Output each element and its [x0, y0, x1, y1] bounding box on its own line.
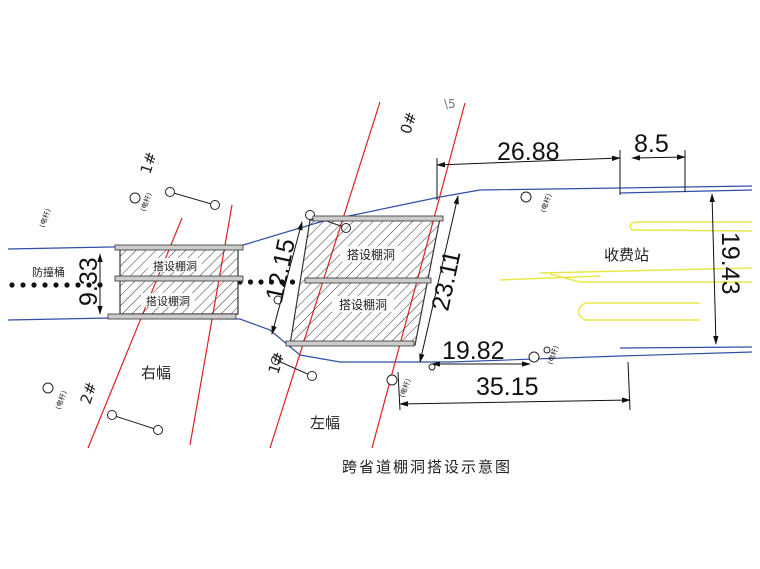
dim-12-15: 12.15	[260, 236, 300, 303]
dim-35-15: 35.15	[476, 373, 539, 401]
dim-19-82: 19.82	[442, 337, 505, 365]
barrier-dot	[53, 282, 59, 288]
barrier-dot	[20, 282, 26, 288]
shed-tunnel-left: 搭设棚洞 搭设棚洞	[285, 215, 444, 347]
edge-mark-2: 5	[448, 97, 456, 111]
toll-edge-top	[619, 189, 753, 194]
shed-label-left-top: 搭设棚洞	[347, 247, 395, 262]
dim-26-88: 26.88	[497, 138, 560, 166]
barrier-dot	[42, 282, 48, 288]
toll-edge-bottom	[619, 346, 753, 349]
barrier-dot	[258, 279, 264, 285]
edge-mark: \	[444, 97, 449, 111]
label-left-half: 左幅	[310, 414, 340, 432]
label-pier-1-top: 1#	[137, 150, 161, 177]
label-pier-2: 2#	[77, 380, 101, 407]
label-toll-station: 收费站	[604, 246, 649, 264]
barrier-dot	[86, 282, 92, 288]
diagram-caption: 跨省道棚洞搭设示意图	[342, 458, 512, 476]
label-barrier: 防撞桶	[32, 265, 65, 279]
shed-label-right-bottom: 搭设棚洞	[146, 294, 190, 308]
label-pier-1-bottom: 1#	[265, 350, 289, 377]
barrier-dot	[31, 282, 37, 288]
label-right-half: 右幅	[141, 364, 171, 382]
barrier-dot	[64, 282, 70, 288]
pole-label-2: (电杆)	[37, 207, 52, 229]
dim-9-33: 9.33	[75, 257, 103, 306]
barrier-dot	[9, 282, 15, 288]
shed-label-right-top: 搭设棚洞	[153, 259, 197, 273]
pier-line-right-2	[189, 204, 233, 446]
dim-19-43: 19.43	[716, 232, 744, 295]
pole-label-4: (电杆)	[538, 192, 553, 214]
pole-label-3: (电杆)	[53, 389, 68, 411]
dim-8-5: 8.5	[634, 130, 669, 158]
barrier-dot	[75, 282, 81, 288]
label-pier-0: 0#	[397, 110, 421, 137]
pole-label-1: (电杆)	[138, 191, 153, 213]
dimension-lines	[97, 150, 719, 411]
barrier-dot	[247, 279, 254, 285]
shed-tunnel-right: 搭设棚洞 搭设棚洞	[107, 244, 244, 320]
shed-label-left-bottom: 搭设棚洞	[339, 297, 387, 312]
pole-label-5: (电杆)	[397, 377, 412, 399]
